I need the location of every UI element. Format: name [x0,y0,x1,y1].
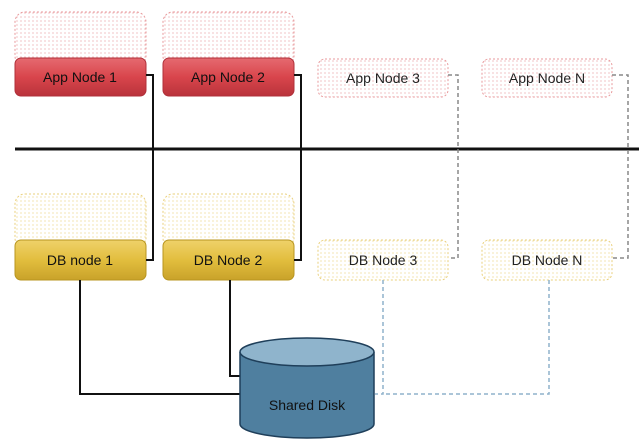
db-node-2-label: DB Node 2 [194,252,263,268]
shared-disk-body [239,352,375,439]
db-node-2-area [162,193,295,249]
db-node-n-box [481,239,613,281]
app-node-1-box [14,57,147,97]
db-node-n-label: DB Node N [512,252,583,268]
app-node-1-label: App Node 1 [43,69,117,85]
connector-app3-db3 [448,74,459,259]
connector-db2-disk [229,280,240,377]
app-node-1-area [14,11,147,67]
db-node-1: DB node 1 [14,193,147,281]
app-node-n-box [481,58,613,98]
db-node-n: DB Node N [481,239,613,281]
app-node-2-box [162,57,295,97]
app-node-3-label: App Node 3 [346,70,420,86]
app-node-2-area [162,11,295,67]
connector-app2-db2 [294,74,302,261]
app-node-3-box [317,58,449,98]
connector-db3-disk [375,280,384,395]
shared-disk-top [239,337,375,367]
app-node-1: App Node 1 [14,11,147,97]
connector-db1-disk [79,280,240,395]
app-node-n: App Node N [481,58,613,98]
connector-appn-dbn [612,74,629,259]
shared-disk: Shared Disk [239,337,375,439]
app-node-n-label: App Node N [509,70,585,86]
db-node-3: DB Node 3 [317,239,449,281]
app-node-3: App Node 3 [317,58,449,98]
db-node-1-label: DB node 1 [47,252,113,268]
connector-app1-db1 [146,74,154,261]
shared-disk-label: Shared Disk [269,397,346,413]
app-node-2-label: App Node 2 [191,69,265,85]
db-node-3-label: DB Node 3 [349,252,418,268]
connector-dbn-disk [383,280,550,395]
app-node-2: App Node 2 [162,11,295,97]
db-node-2: DB Node 2 [162,193,295,281]
db-node-1-area [14,193,147,249]
